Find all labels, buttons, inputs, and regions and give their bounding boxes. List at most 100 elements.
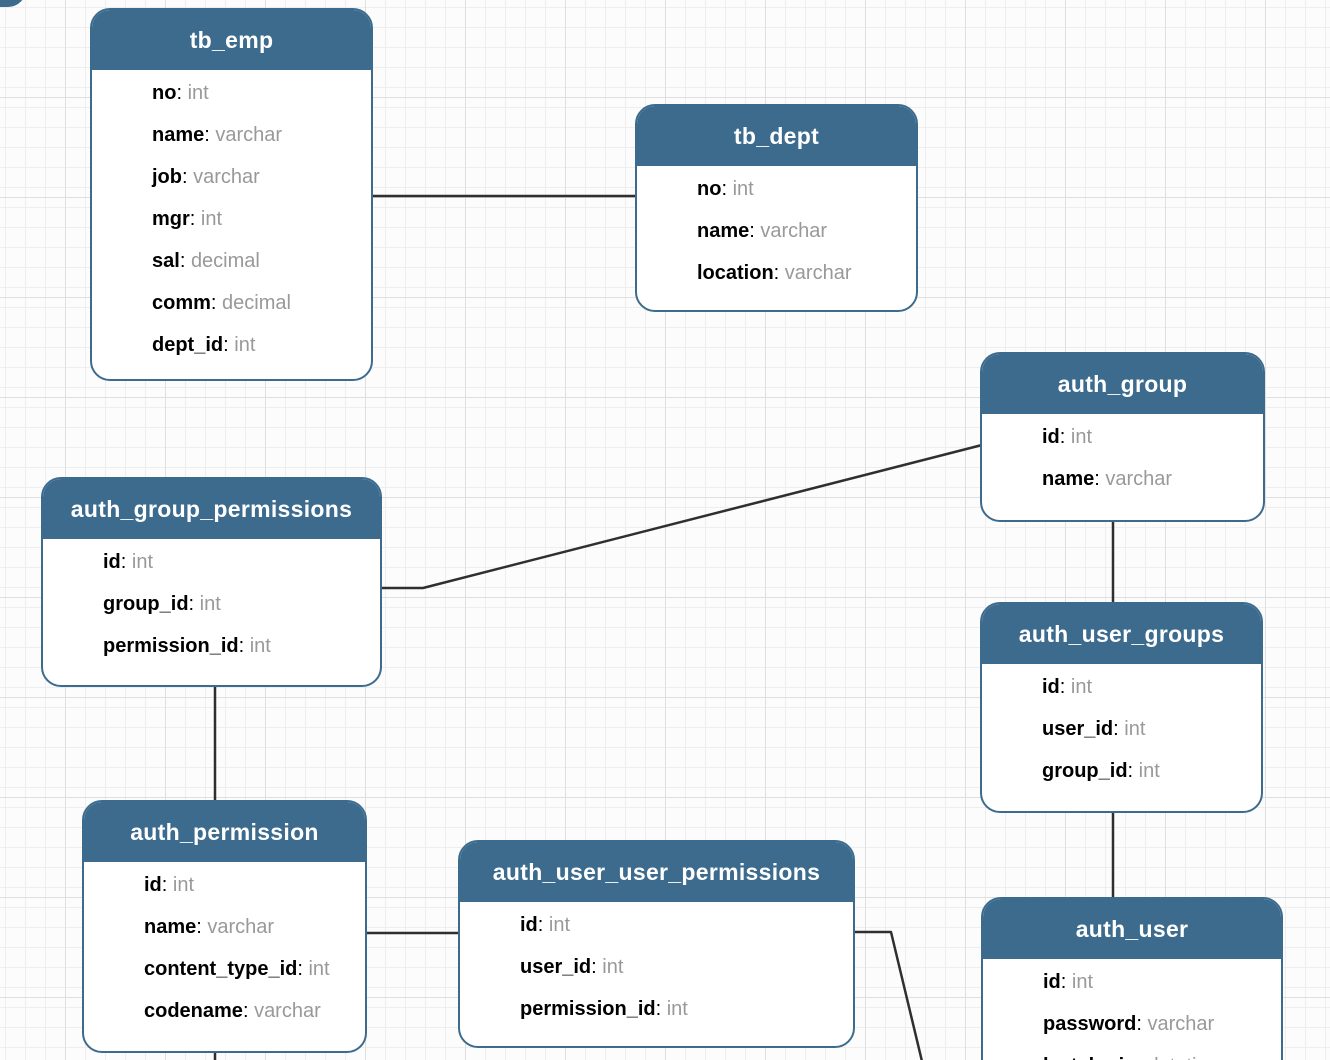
field-separator: : xyxy=(204,124,216,146)
table-title: auth_user xyxy=(1075,915,1189,942)
field-name: job xyxy=(152,166,182,188)
field-type: int xyxy=(1071,971,1094,993)
field-name: id xyxy=(144,874,162,896)
field-name: name xyxy=(152,124,205,146)
field-separator: : xyxy=(1113,718,1125,740)
field-row: id: int xyxy=(1042,666,1261,708)
field-row: codename: varchar xyxy=(144,990,365,1032)
field-name: sal xyxy=(152,250,180,272)
table-body: no: int name: varchar job: varchar mgr: … xyxy=(92,70,371,366)
field-separator: : xyxy=(721,178,733,200)
field-separator: : xyxy=(1127,760,1139,782)
field-row: last_login: datetime xyxy=(1043,1045,1281,1060)
field-type: datetime xyxy=(1147,1055,1224,1060)
field-name: last_login xyxy=(1043,1055,1136,1060)
table-header: auth_user_user_permissions xyxy=(460,842,853,902)
field-row: name: varchar xyxy=(1042,458,1263,500)
field-separator: : xyxy=(297,958,309,980)
field-separator: : xyxy=(655,998,667,1020)
field-type: int xyxy=(1138,760,1160,782)
table-auth_user[interactable]: auth_user id: int password: varchar last… xyxy=(981,897,1283,1060)
table-tb_emp[interactable]: tb_emp no: int name: varchar job: varcha… xyxy=(90,8,373,381)
field-row: mgr: int xyxy=(152,198,371,240)
field-row: name: varchar xyxy=(144,906,365,948)
field-separator: : xyxy=(773,262,785,284)
edge-auth_group_permissions-auth_group[interactable] xyxy=(380,443,983,590)
table-header: auth_group xyxy=(982,354,1263,414)
field-type: varchar xyxy=(784,262,852,284)
field-row: job: varchar xyxy=(152,156,371,198)
field-name: name xyxy=(144,916,197,938)
field-name: group_id xyxy=(103,593,189,615)
field-name: id xyxy=(1043,971,1061,993)
field-name: content_type_id xyxy=(144,958,298,980)
field-type: varchar xyxy=(1105,468,1173,490)
field-row: id: int xyxy=(144,864,365,906)
field-type: int xyxy=(131,551,154,573)
field-row: name: varchar xyxy=(152,114,371,156)
field-type: int xyxy=(1124,718,1146,740)
table-body: id: int user_id: int group_id: int xyxy=(982,664,1261,792)
field-type: varchar xyxy=(254,1000,321,1022)
table-header: tb_dept xyxy=(637,106,916,166)
field-row: id: int xyxy=(103,541,380,583)
table-auth_group[interactable]: auth_group id: int name: varchar xyxy=(980,352,1265,522)
field-name: comm xyxy=(152,292,211,314)
table-header: tb_emp xyxy=(92,10,371,70)
field-type: varchar xyxy=(215,124,283,146)
field-type: int xyxy=(234,334,256,356)
field-row: password: varchar xyxy=(1043,1003,1281,1045)
field-separator: : xyxy=(1136,1013,1148,1035)
field-name: name xyxy=(1042,468,1095,490)
table-body: id: int user_id: int permission_id: int xyxy=(460,902,853,1030)
field-separator: : xyxy=(188,593,200,615)
table-auth_user_user_permissions[interactable]: auth_user_user_permissions id: int user_… xyxy=(458,840,855,1048)
field-type: int xyxy=(548,914,571,936)
table-auth_user_groups[interactable]: auth_user_groups id: int user_id: int gr… xyxy=(980,602,1263,813)
field-type: int xyxy=(249,635,271,657)
field-type: int xyxy=(199,593,221,615)
field-row: sal: decimal xyxy=(152,240,371,282)
field-type: int xyxy=(666,998,688,1020)
table-title: auth_permission xyxy=(130,818,319,845)
field-row: name: varchar xyxy=(697,210,916,252)
field-separator: : xyxy=(223,334,235,356)
field-separator: : xyxy=(182,166,194,188)
table-tb_dept[interactable]: tb_dept no: int name: varchar location: … xyxy=(635,104,918,312)
field-name: permission_id xyxy=(520,998,656,1020)
partial-table-corner[interactable] xyxy=(0,0,26,7)
table-header: auth_group_permissions xyxy=(43,479,380,539)
field-type: int xyxy=(308,958,330,980)
field-row: no: int xyxy=(697,168,916,210)
field-name: id xyxy=(103,551,121,573)
field-separator: : xyxy=(1059,426,1071,448)
table-title: auth_user_user_permissions xyxy=(492,858,821,885)
field-separator: : xyxy=(591,956,603,978)
table-title: auth_group_permissions xyxy=(70,495,353,522)
edge-auth_user_user_permissions-offscreen[interactable] xyxy=(853,930,926,1060)
field-name: mgr xyxy=(152,208,190,230)
field-separator: : xyxy=(749,220,761,242)
field-type: varchar xyxy=(207,916,275,938)
table-auth_group_permissions[interactable]: auth_group_permissions id: int group_id:… xyxy=(41,477,382,687)
field-name: user_id xyxy=(520,956,592,978)
field-separator: : xyxy=(179,250,191,272)
field-separator: : xyxy=(176,82,188,104)
field-separator: : xyxy=(1136,1055,1147,1060)
field-separator: : xyxy=(238,635,250,657)
table-body: id: int group_id: int permission_id: int xyxy=(43,539,380,667)
field-name: location xyxy=(697,262,774,284)
field-row: id: int xyxy=(520,904,853,946)
table-title: tb_dept xyxy=(733,122,820,149)
field-separator: : xyxy=(210,292,223,314)
field-type: int xyxy=(172,874,195,896)
field-name: id xyxy=(1042,426,1060,448)
field-separator: : xyxy=(537,914,549,936)
field-row: content_type_id: int xyxy=(144,948,365,990)
field-name: dept_id xyxy=(152,334,224,356)
table-auth_permission[interactable]: auth_permission id: int name: varchar co… xyxy=(82,800,367,1053)
field-row: id: int xyxy=(1043,961,1281,1003)
field-type: int xyxy=(1070,426,1093,448)
field-name: group_id xyxy=(1042,760,1128,782)
